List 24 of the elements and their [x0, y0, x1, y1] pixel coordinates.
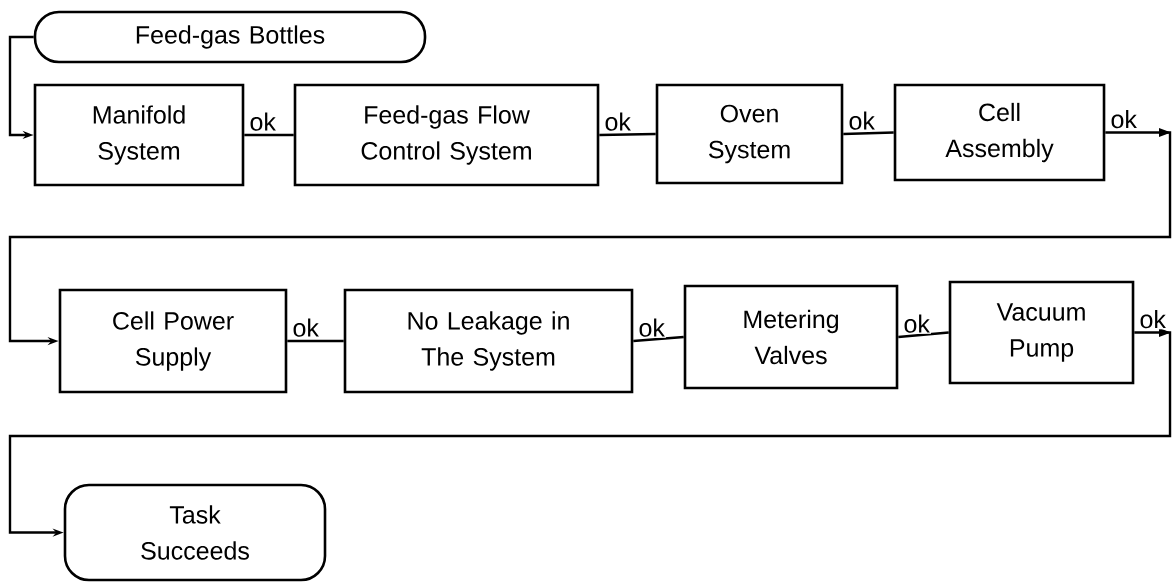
- connector: [287, 339, 344, 343]
- process-box: Metering Valves: [683, 284, 899, 390]
- edge-label: ok: [603, 111, 632, 132]
- edge-label: ok: [291, 317, 320, 338]
- edge-label: ok: [1138, 308, 1167, 330]
- process-box: Manifold System: [33, 83, 245, 187]
- process-box: Cell Assembly: [893, 83, 1106, 182]
- process-box: Oven System: [655, 83, 844, 185]
- process-box: No Leakage in The System: [343, 288, 634, 394]
- connector: [633, 335, 684, 343]
- edge-label: ok: [637, 317, 666, 338]
- edge-label: ok: [847, 110, 876, 131]
- connector: [244, 133, 294, 137]
- edge-label: ok: [1109, 108, 1138, 130]
- terminal-box: Task Succeeds: [63, 483, 327, 582]
- connector: [843, 131, 894, 136]
- connector: [898, 331, 949, 339]
- process-box: Vacuum Pump: [948, 280, 1135, 385]
- edge-label: ok: [902, 313, 931, 334]
- process-box: Feed-gas Flow Control System: [293, 83, 600, 187]
- process-box: Cell Power Supply: [58, 288, 288, 394]
- connector: [599, 132, 656, 137]
- terminal-box: Feed-gas Bottles: [33, 10, 427, 64]
- edge-label: ok: [248, 111, 277, 132]
